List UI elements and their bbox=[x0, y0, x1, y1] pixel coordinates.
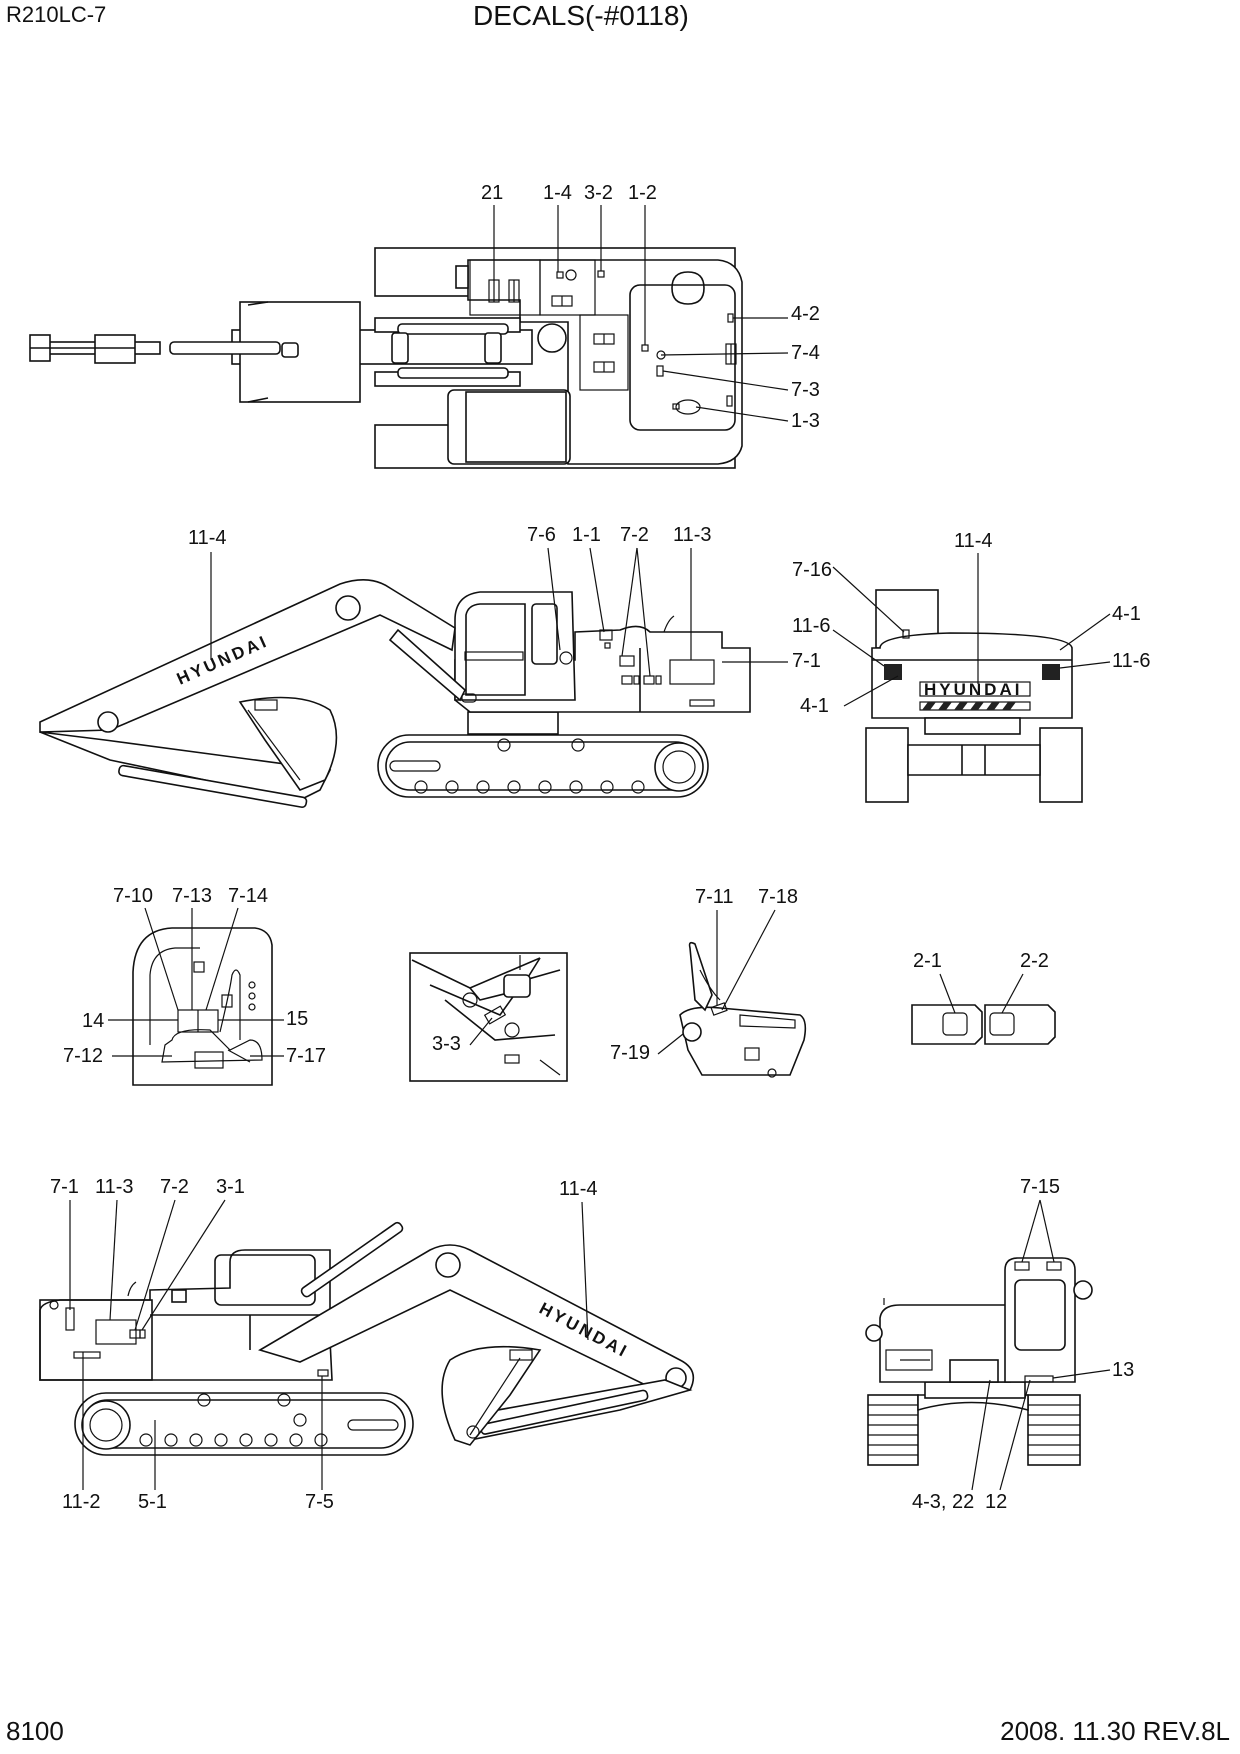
callout-11-2: 11-2 bbox=[62, 1491, 101, 1513]
callout-1-3: 1-3 bbox=[791, 410, 820, 432]
callout-5-1: 5-1 bbox=[138, 1491, 167, 1513]
callout-11-4-rear: 11-4 bbox=[954, 530, 993, 552]
callout-11-6-right: 11-6 bbox=[1112, 650, 1151, 672]
page-number: 8100 bbox=[6, 1716, 64, 1746]
callout-3-2: 3-2 bbox=[584, 182, 613, 204]
callout-11-3-left: 11-3 bbox=[673, 524, 712, 546]
lamp-right bbox=[984, 1004, 1056, 1045]
top-boom-arm bbox=[29, 301, 533, 403]
callout-4-2: 4-2 bbox=[791, 303, 820, 325]
callout-7-19: 7-19 bbox=[610, 1042, 650, 1064]
callout-7-13: 7-13 bbox=[172, 885, 212, 907]
callout-21: 21 bbox=[481, 182, 503, 204]
callout-7-5: 7-5 bbox=[305, 1491, 334, 1513]
callout-1-2: 1-2 bbox=[628, 182, 657, 204]
rear-view: HYUNDAI 7-16 11-4 4-1 11-6 11-6 4-1 bbox=[792, 530, 1151, 803]
cab-interior-view: 7-10 7-13 7-14 14 15 7-12 7-17 bbox=[63, 885, 326, 1086]
front-track-left bbox=[867, 1394, 919, 1466]
rear-counterweight bbox=[871, 632, 1073, 719]
left-callouts: 11-4 7-6 1-1 7-2 11-3 7-1 bbox=[188, 524, 821, 677]
top-view: 21 1-4 3-2 1-2 4-2 7-4 7-3 1-3 bbox=[29, 182, 820, 469]
right-side-view: HYUNDAI 7-1 11-3 7-2 3-1 11-4 11-2 5-1 7… bbox=[39, 1176, 695, 1513]
callout-2-2: 2-2 bbox=[1020, 950, 1049, 972]
callout-7-14: 7-14 bbox=[228, 885, 268, 907]
cab-callouts: 7-10 7-13 7-14 14 15 7-12 7-17 bbox=[63, 885, 326, 1067]
lever-console bbox=[679, 1006, 807, 1076]
callout-14: 14 bbox=[82, 1010, 104, 1032]
callout-4-1-right: 4-1 bbox=[1112, 603, 1141, 625]
callout-7-2-left: 7-2 bbox=[620, 524, 649, 546]
front-callouts: 7-15 13 4-3, 22 12 bbox=[912, 1176, 1134, 1513]
front-view: 7-15 13 4-3, 22 12 bbox=[865, 1176, 1134, 1513]
callout-13: 13 bbox=[1112, 1359, 1134, 1381]
rear-brand: HYUNDAI bbox=[924, 680, 1022, 699]
callout-11-3-right: 11-3 bbox=[95, 1176, 134, 1198]
callout-12: 12 bbox=[985, 1491, 1007, 1513]
right-crawler bbox=[74, 1392, 414, 1456]
callout-7-3: 7-3 bbox=[791, 379, 820, 401]
model-code: R210LC-7 bbox=[6, 2, 107, 27]
control-lever-view: 7-11 7-18 7-19 bbox=[610, 886, 807, 1078]
rear-stripe bbox=[922, 702, 1016, 710]
callout-7-11: 7-11 bbox=[695, 886, 734, 908]
top-callouts: 21 1-4 3-2 1-2 4-2 7-4 7-3 1-3 bbox=[481, 182, 820, 432]
callout-7-16: 7-16 bbox=[792, 559, 832, 581]
callout-3-1: 3-1 bbox=[216, 1176, 245, 1198]
callout-7-2-right: 7-2 bbox=[160, 1176, 189, 1198]
left-crawler bbox=[377, 734, 709, 798]
callout-11-4-right: 11-4 bbox=[559, 1178, 598, 1200]
boom-detail-frame bbox=[409, 952, 568, 1082]
left-arm bbox=[39, 731, 332, 801]
front-track-treads bbox=[868, 1404, 1080, 1456]
right-bucket bbox=[441, 1345, 542, 1446]
left-bucket bbox=[238, 696, 338, 791]
left-cab bbox=[454, 591, 576, 701]
right-track-rollers bbox=[139, 1393, 328, 1447]
revision-date: 2008. 11.30 REV.8L bbox=[1000, 1716, 1230, 1746]
callout-7-4: 7-4 bbox=[791, 342, 820, 364]
callout-4-3-22: 4-3, 22 bbox=[912, 1491, 974, 1513]
callout-15: 15 bbox=[286, 1008, 308, 1030]
right-callouts: 7-1 11-3 7-2 3-1 11-4 11-2 5-1 7-5 bbox=[50, 1176, 598, 1513]
callout-1-4: 1-4 bbox=[543, 182, 572, 204]
callout-7-1-right: 7-1 bbox=[50, 1176, 79, 1198]
top-cab bbox=[447, 389, 571, 465]
callout-7-6: 7-6 bbox=[527, 524, 556, 546]
lamp-view: 2-1 2-2 bbox=[911, 950, 1056, 1045]
left-track-rollers bbox=[414, 738, 645, 794]
page-title: DECALS(-#0118) bbox=[473, 0, 689, 31]
callout-7-10: 7-10 bbox=[113, 885, 153, 907]
boom-detail-view: 3-3 bbox=[409, 952, 568, 1082]
rear-callouts: 7-16 11-4 4-1 11-6 11-6 4-1 bbox=[792, 530, 1151, 717]
callout-4-1-left: 4-1 bbox=[800, 695, 829, 717]
callout-1-1: 1-1 bbox=[572, 524, 601, 546]
front-cab bbox=[1004, 1257, 1076, 1383]
callout-3-3: 3-3 bbox=[432, 1033, 461, 1055]
callout-2-1: 2-1 bbox=[913, 950, 942, 972]
callout-7-18: 7-18 bbox=[758, 886, 798, 908]
callout-11-4-left: 11-4 bbox=[188, 527, 227, 549]
lever-callouts: 7-11 7-18 7-19 bbox=[610, 886, 798, 1064]
callout-7-1-left: 7-1 bbox=[792, 650, 821, 672]
callout-11-6-left: 11-6 bbox=[792, 615, 831, 637]
front-track-right bbox=[1027, 1394, 1081, 1466]
left-side-view: HYUNDAI 11-4 7-6 1-1 7-2 11-3 7-1 bbox=[39, 524, 821, 809]
lamp-left bbox=[911, 1004, 983, 1045]
callout-7-15: 7-15 bbox=[1020, 1176, 1060, 1198]
callout-7-17: 7-17 bbox=[286, 1045, 326, 1067]
callout-7-12: 7-12 bbox=[63, 1045, 103, 1067]
joystick bbox=[688, 941, 713, 1012]
